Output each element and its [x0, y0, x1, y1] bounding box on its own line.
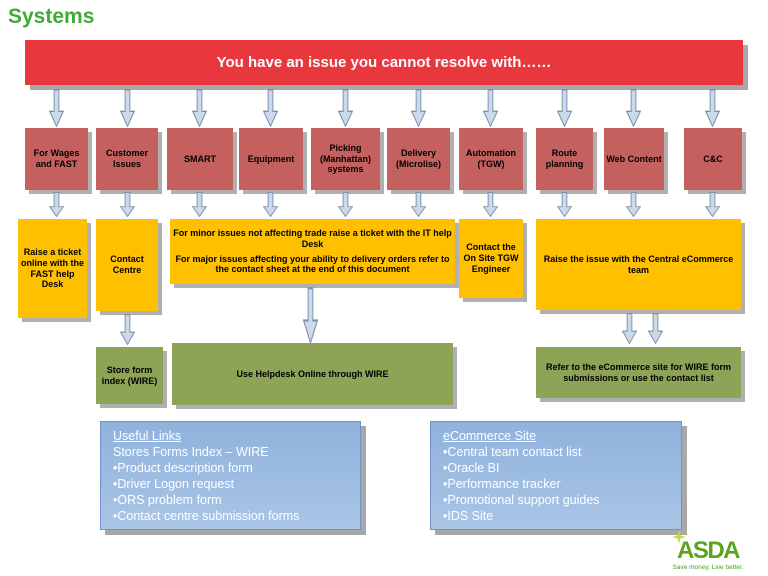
issue-banner: You have an issue you cannot resolve wit… [25, 40, 743, 85]
system-box-cc: C&C [684, 128, 742, 190]
asda-star-icon [672, 530, 686, 544]
down-arrow-icon [120, 89, 135, 127]
down-arrow-icon [483, 89, 498, 127]
down-arrow-icon [557, 89, 572, 127]
down-arrow-icon [338, 89, 353, 127]
it-helpdesk-major-issues-text: For major issues affecting your ability … [175, 253, 450, 275]
down-arrow-icon [483, 192, 498, 217]
list-item: •Product description form [113, 461, 253, 475]
action-box-ecommerce-team: Raise the issue with the Central eCommer… [536, 219, 741, 310]
down-arrow-icon [192, 192, 207, 217]
asda-logo: ASDA Save money. Live better. [662, 530, 754, 571]
system-box-delivery: Delivery (Microlise) [387, 128, 450, 190]
action-box-fast-helpdesk: Raise a ticket online with the FAST help… [18, 219, 87, 318]
list-item: •ORS problem form [113, 493, 222, 507]
it-helpdesk-minor-issues-text: For minor issues not affecting trade rai… [173, 227, 452, 249]
down-arrow-icon [338, 192, 353, 217]
down-arrow-icon [303, 287, 318, 344]
down-arrow-icon [120, 314, 135, 345]
action-box-tgw-engineer: Contact the On Site TGW Engineer [459, 219, 523, 298]
list-item: •Performance tracker [443, 477, 561, 491]
list-item: •Driver Logon request [113, 477, 235, 491]
useful-links-panel: Useful Links Stores Forms Index – WIRE •… [100, 421, 361, 530]
list-item: •Promotional support guides [443, 493, 600, 507]
down-arrow-icon [411, 192, 426, 217]
list-item: Stores Forms Index – WIRE [113, 445, 269, 459]
down-arrow-icon [626, 89, 641, 127]
system-box-wages-fast: For Wages and FAST [25, 128, 88, 190]
system-box-equipment: Equipment [239, 128, 303, 190]
system-box-automation: Automation (TGW) [459, 128, 523, 190]
asda-wordmark: ASDA [676, 537, 741, 564]
down-arrow-icon [263, 192, 278, 217]
down-arrow-icon [263, 89, 278, 127]
down-arrow-icon [648, 313, 663, 344]
down-arrow-icon [49, 89, 64, 127]
down-arrow-icon [705, 192, 720, 217]
list-item: •IDS Site [443, 509, 494, 523]
system-box-picking: Picking (Manhattan) systems [311, 128, 380, 190]
down-arrow-icon [626, 192, 641, 217]
page-title: Systems [8, 5, 95, 28]
down-arrow-icon [192, 89, 207, 127]
useful-links-header: Useful Links [113, 429, 182, 443]
list-item: •Contact centre submission forms [113, 509, 300, 523]
list-item: •Oracle BI [443, 461, 500, 475]
down-arrow-icon [557, 192, 572, 217]
down-arrow-icon [411, 89, 426, 127]
system-box-route-planning: Route planning [536, 128, 593, 190]
result-box-store-form-index: Store form index (WIRE) [96, 347, 163, 404]
action-box-contact-centre: Contact Centre [96, 219, 158, 311]
system-box-customer-issues: Customer Issues [96, 128, 158, 190]
down-arrow-icon [705, 89, 720, 127]
asda-tagline: Save money. Live better. [672, 564, 744, 571]
down-arrow-icon [120, 192, 135, 217]
action-box-it-helpdesk: For minor issues not affecting trade rai… [170, 219, 455, 284]
system-box-web-content: Web Content [604, 128, 664, 190]
ecommerce-links-header: eCommerce Site [443, 429, 537, 443]
result-box-ecommerce-site: Refer to the eCommerce site for WIRE for… [536, 347, 741, 398]
list-item: •Central team contact list [443, 445, 582, 459]
system-box-smart: SMART [167, 128, 233, 190]
result-box-helpdesk-wire: Use Helpdesk Online through WIRE [172, 343, 453, 405]
ecommerce-links-panel: eCommerce Site •Central team contact lis… [430, 421, 682, 530]
down-arrow-icon [49, 192, 64, 217]
down-arrow-icon [622, 313, 637, 344]
